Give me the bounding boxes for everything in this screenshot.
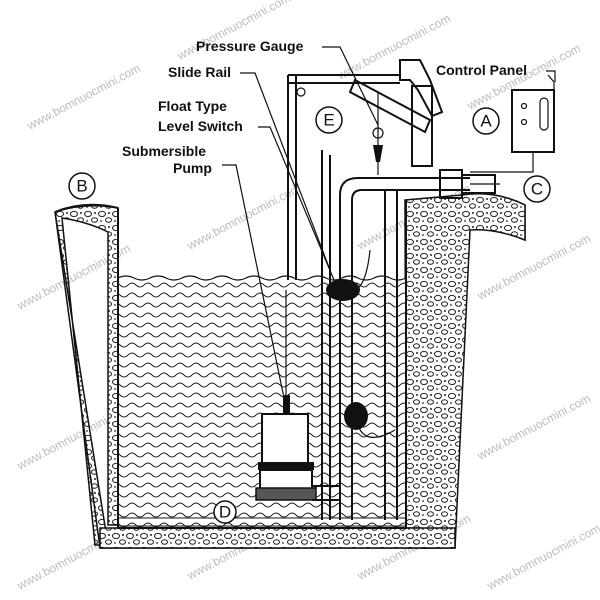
left-ground-surface — [54, 203, 119, 213]
marker-a: A — [472, 107, 500, 135]
marker-d: D — [213, 500, 237, 524]
labels: Pressure Gauge Slide Rail Float Type Lev… — [122, 38, 527, 176]
pressure-gauge-label: Pressure Gauge — [196, 38, 304, 54]
svg-text:B: B — [76, 177, 87, 196]
marker-b: B — [68, 172, 96, 200]
watermark-text: www.bomnuocmini.com — [184, 181, 303, 253]
watermark-text: www.bomnuocmini.com — [24, 61, 143, 133]
float-switch-label-line2: Level Switch — [158, 118, 243, 134]
control-panel-label: Control Panel — [436, 62, 527, 78]
float-switches — [326, 249, 396, 439]
watermark-text: www.bomnuocmini.com — [484, 521, 600, 593]
marker-e: E — [315, 106, 343, 134]
markers: A B C D E — [68, 106, 551, 524]
svg-text:A: A — [480, 112, 492, 131]
marker-c: C — [523, 175, 551, 203]
lifting-frame — [287, 59, 444, 280]
submersible-pump — [255, 290, 341, 501]
svg-text:C: C — [531, 180, 543, 199]
leader-lines — [222, 46, 556, 399]
pit — [54, 193, 526, 549]
pit-right-wall — [404, 193, 526, 549]
pump-label-line1: Submersible — [122, 143, 206, 159]
watermark-text: www.bomnuocmini.com — [474, 391, 593, 463]
discharge-pipe — [339, 169, 500, 520]
pit-floor — [99, 527, 456, 549]
slide-rail-label: Slide Rail — [168, 64, 231, 80]
pump-label-line2: Pump — [173, 160, 212, 176]
slide-rail — [321, 150, 331, 520]
chamber-liner — [117, 200, 407, 529]
pit-left-wall — [54, 205, 119, 546]
svg-text:E: E — [323, 111, 334, 130]
control-panel — [470, 74, 555, 173]
float-switch-label-line1: Float Type — [158, 98, 227, 114]
watermark-text: www.bomnuocmini.com — [474, 231, 593, 303]
svg-text:D: D — [219, 503, 231, 522]
pump-motor-housing — [261, 413, 309, 465]
